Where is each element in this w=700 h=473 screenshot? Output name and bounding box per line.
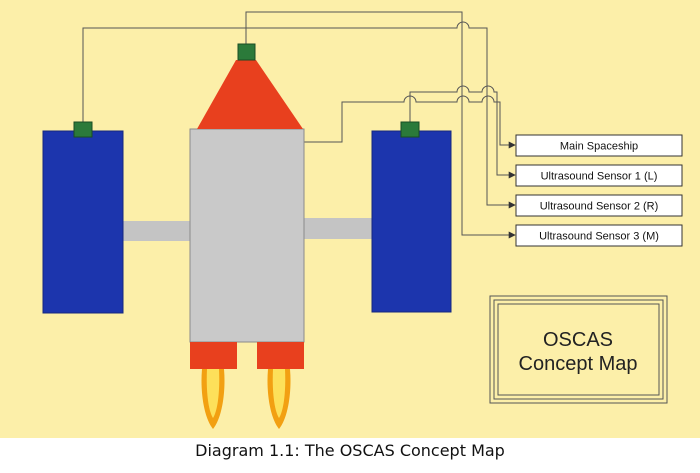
right-strut [304,218,372,239]
wire-nose-to-sensor-3 [245,11,516,239]
oscas-title-line-2: Concept Map [519,353,638,375]
oscas-title-frame [489,295,668,404]
right-module [371,130,452,313]
sensor-box-2: Ultrasound Sensor 2 (R) [515,194,683,217]
left-module [42,130,124,314]
sensor-box-main: Main Spaceship [515,134,683,157]
left-strut [123,221,191,241]
diagram-caption: Diagram 1.1: The OSCAS Concept Map [195,441,505,460]
right-module-connector [400,121,420,138]
sensor-label-right: Ultrasound Sensor 2 (R) [540,201,659,213]
wire-left-module-to-sensor-2 [82,21,516,209]
right-thruster [257,342,304,369]
left-flame [201,369,225,429]
oscas-title-line-1: OSCAS [543,329,613,351]
wire-right-module-to-sensor-1 [409,85,516,179]
sensor-label-middle: Ultrasound Sensor 3 (M) [539,231,659,243]
left-module-connector [73,121,93,138]
nose-connector [237,43,256,61]
spaceship-body [189,128,305,343]
sensor-label-main: Main Spaceship [560,141,638,153]
nose-cone [197,60,303,129]
wire-body-to-main-spaceship [304,95,516,149]
wires [82,11,516,239]
sensor-box-1: Ultrasound Sensor 1 (L) [515,164,683,187]
right-flame [267,369,291,429]
left-thruster [190,342,237,369]
concept-map-diagram: Main Spaceship Ultrasound Sensor 1 (L) U… [0,0,700,438]
sensor-label-left: Ultrasound Sensor 1 (L) [541,171,658,183]
sensor-box-3: Ultrasound Sensor 3 (M) [515,224,683,247]
